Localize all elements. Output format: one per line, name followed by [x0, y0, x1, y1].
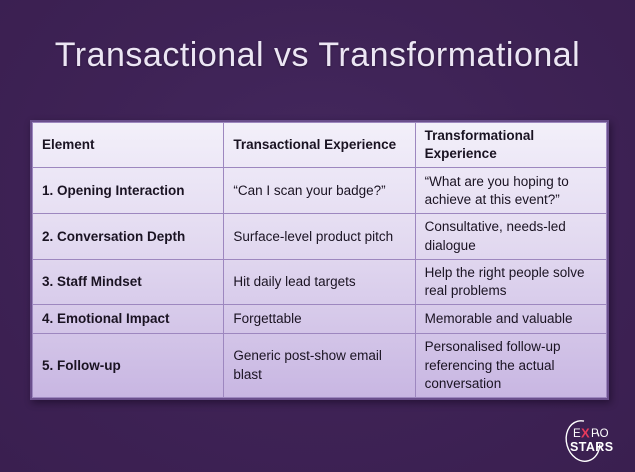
row-label-follow-up: 5. Follow-up: [31, 333, 225, 398]
logo-text-po: PO: [591, 428, 610, 440]
table-row: 2. Conversation Depth Surface-level prod…: [31, 213, 608, 260]
table-row: 4. Emotional Impact Forgettable Memorabl…: [31, 304, 608, 335]
comparison-table-container: Element Transactional Experience Transfo…: [30, 120, 609, 400]
comparison-table: Element Transactional Experience Transfo…: [31, 121, 608, 398]
logo-text-stars: STARS: [570, 440, 613, 454]
cell-transactional: Hit daily lead targets: [223, 258, 416, 306]
header-transformational: Transformational Experience: [414, 121, 608, 169]
table-row: 1. Opening Interaction “Can I scan your …: [31, 167, 608, 215]
table-row: 3. Staff Mindset Hit daily lead targets …: [31, 258, 608, 306]
cell-transactional: “Can I scan your badge?”: [223, 167, 416, 215]
slide-title: Transactional vs Transformational: [54, 36, 581, 74]
expo-stars-logo-icon: E X PO STARS: [565, 420, 613, 462]
expo-stars-logo: E X PO STARS: [557, 412, 623, 468]
header-element: Element: [31, 121, 225, 169]
cell-transformational: “What are you hoping to achieve at this …: [414, 167, 608, 215]
cell-transformational: Consultative, needs-led dialogue: [414, 213, 608, 260]
row-label-staff-mindset: 3. Staff Mindset: [31, 258, 225, 306]
cell-transactional: Surface-level product pitch: [223, 213, 416, 260]
row-label-opening-interaction: 1. Opening Interaction: [31, 167, 225, 215]
cell-transactional: Forgettable: [223, 304, 416, 335]
table-header-row: Element Transactional Experience Transfo…: [31, 121, 608, 169]
cell-transformational: Help the right people solve real problem…: [414, 258, 608, 306]
cell-transformational: Memorable and valuable: [414, 304, 608, 335]
row-label-conversation-depth: 2. Conversation Depth: [31, 213, 225, 260]
logo-x-icon: X: [581, 426, 590, 441]
row-label-emotional-impact: 4. Emotional Impact: [31, 304, 225, 335]
header-transactional: Transactional Experience: [223, 121, 416, 169]
cell-transformational: Personalised follow-up referencing the a…: [414, 333, 608, 398]
logo-text-e: E: [573, 428, 582, 440]
cell-transactional: Generic post-show email blast: [223, 333, 416, 398]
table-row: 5. Follow-up Generic post-show email bla…: [31, 333, 608, 398]
